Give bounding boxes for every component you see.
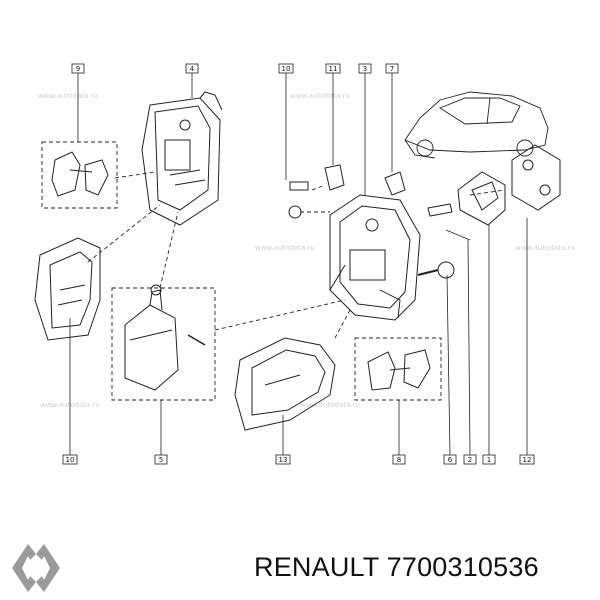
callout-6: 6 — [443, 454, 457, 465]
watermark: www.autodata.ru — [290, 92, 350, 100]
callout-text-9: 9 — [76, 65, 80, 73]
callout-10-top: 10 — [278, 63, 294, 74]
callout-text-12: 12 — [523, 456, 532, 464]
part-number: 7700310536 — [386, 552, 539, 582]
leader-lines — [69, 73, 528, 456]
callout-text-3: 3 — [363, 65, 367, 73]
brand-name: RENAULT — [254, 552, 379, 582]
bracket-part-8 — [367, 349, 431, 391]
cover-part-10 — [34, 237, 101, 341]
striker-part-1 — [457, 171, 506, 226]
part-caption: RENAULT 7700310536 — [254, 552, 539, 583]
bracket-part-9 — [51, 151, 109, 197]
callout-1: 1 — [482, 454, 496, 465]
watermark: www.autodata.ru — [515, 244, 575, 252]
bolt-part-6 — [417, 261, 455, 279]
callout-text-10: 10 — [282, 65, 291, 73]
lock-mechanism-part-3 — [329, 194, 421, 321]
callout-text-11: 11 — [329, 65, 338, 73]
callout-4: 4 — [185, 63, 199, 74]
small-parts — [288, 164, 406, 219]
callout-text-13: 13 — [279, 456, 288, 464]
shim-part-12 — [511, 144, 561, 211]
callout-8: 8 — [392, 454, 406, 465]
cover-part-13 — [234, 337, 336, 431]
callout-text-6: 6 — [448, 456, 453, 464]
renault-logo-icon — [12, 544, 60, 592]
callout-7: 7 — [385, 63, 399, 74]
actuator-part-5 — [124, 284, 206, 391]
callout-3: 3 — [358, 63, 372, 74]
car-illustration — [404, 91, 549, 159]
callout-text-5: 5 — [159, 456, 163, 464]
callout-9: 9 — [71, 63, 85, 74]
watermark: www.autodata.ru — [38, 92, 98, 100]
callout-text-10: 10 — [66, 456, 75, 464]
screw-part-2 — [427, 203, 453, 217]
callout-13: 13 — [275, 454, 291, 465]
callout-12: 12 — [519, 454, 535, 465]
callout-text-7: 7 — [390, 65, 394, 73]
watermark: www.autodata.ru — [300, 401, 360, 409]
callout-11: 11 — [325, 63, 341, 74]
callout-text-2: 2 — [468, 456, 472, 464]
watermarks: www.autodata.ru www.autodata.ru www.auto… — [38, 92, 575, 409]
callout-text-4: 4 — [190, 65, 195, 73]
watermark: www.autodata.ru — [255, 244, 315, 252]
callout-2: 2 — [463, 454, 477, 465]
callout-10-bottom: 10 — [62, 454, 78, 465]
lock-body-part-4 — [141, 91, 223, 226]
callout-text-1: 1 — [487, 456, 491, 464]
callout-text-8: 8 — [397, 456, 401, 464]
callout-5: 5 — [154, 454, 168, 465]
exploded-parts-diagram: www.autodata.ru www.autodata.ru www.auto… — [34, 63, 575, 465]
